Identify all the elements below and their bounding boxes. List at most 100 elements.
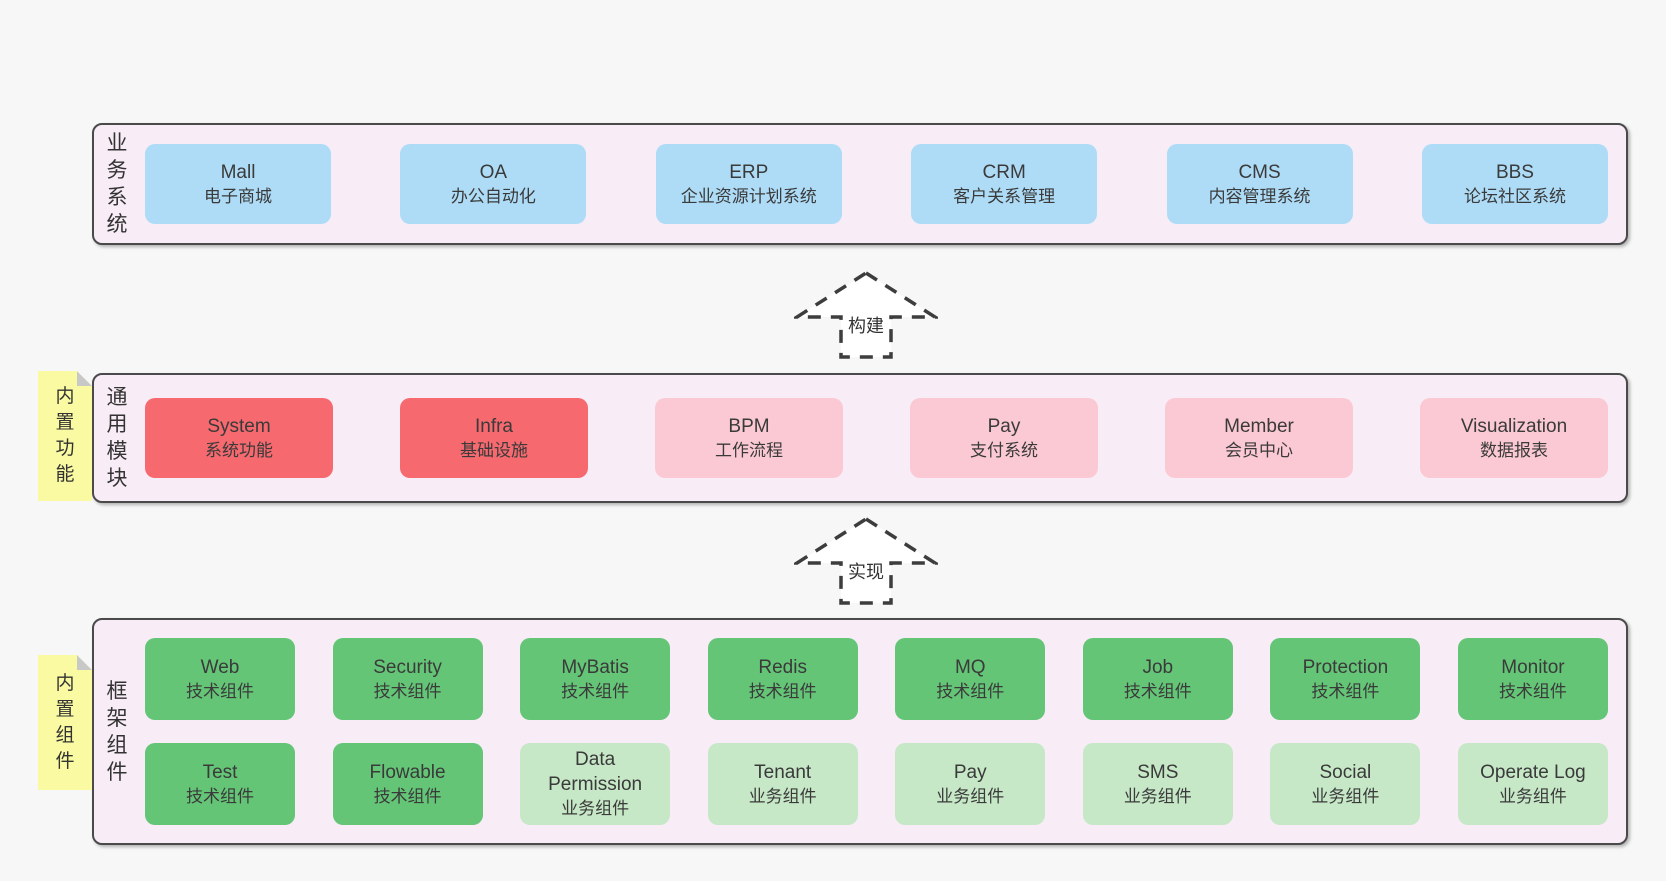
module-box-job: Job 技术组件 — [1082, 638, 1233, 720]
module-title: Visualization — [1460, 415, 1568, 437]
module-box-erp: ERP 企业资源计划系统 — [655, 144, 842, 224]
module-box-protection: Protection 技术组件 — [1270, 638, 1421, 720]
sticky-note-builtin-features: 内置功能 — [38, 371, 92, 501]
module-subtitle: 业务组件 — [1498, 786, 1567, 806]
note-text: 内置功能 — [55, 386, 75, 485]
module-title: Security — [373, 656, 442, 678]
module-subtitle: 办公自动化 — [450, 186, 536, 206]
module-title: Member — [1224, 415, 1294, 437]
module-box-social: Social 业务组件 — [1270, 743, 1421, 825]
module-subtitle: 技术组件 — [561, 681, 630, 701]
layer-label-modules: 通用模块 — [106, 386, 128, 490]
module-subtitle: 系统功能 — [205, 440, 273, 460]
module-title: Social — [1319, 761, 1372, 783]
module-title: Web — [200, 656, 240, 678]
module-title: Test — [202, 761, 238, 783]
build-arrow-label: 构建 — [845, 312, 887, 338]
module-title: OA — [479, 161, 508, 183]
module-title: BPM — [728, 415, 770, 437]
module-box-security: Security 技术组件 — [332, 638, 483, 720]
module-subtitle: 电子商城 — [204, 186, 272, 206]
layer-label-components: 框架组件 — [106, 679, 128, 784]
module-box-mq: MQ 技术组件 — [895, 638, 1046, 720]
module-title: System — [207, 415, 271, 437]
module-box-monitor: Monitor 技术组件 — [1457, 638, 1608, 720]
module-subtitle: 业务组件 — [1123, 786, 1192, 806]
module-title: Protection — [1302, 656, 1389, 678]
module-title: MyBatis — [561, 656, 629, 678]
module-box-operate-log: Operate Log 业务组件 — [1457, 743, 1608, 825]
module-title: ERP — [729, 161, 769, 183]
module-box-infra: Infra 基础设施 — [400, 398, 588, 478]
note-fold-icon — [77, 371, 92, 386]
module-title: Tenant — [754, 761, 812, 783]
module-title: MQ — [954, 656, 986, 678]
module-subtitle: 内容管理系统 — [1208, 186, 1311, 206]
module-box-sms: SMS 业务组件 — [1082, 743, 1233, 825]
module-box-bpm: BPM 工作流程 — [655, 398, 843, 478]
module-title: Job — [1142, 656, 1174, 678]
module-subtitle: 技术组件 — [1498, 681, 1567, 701]
module-box-oa: OA 办公自动化 — [400, 144, 587, 224]
module-subtitle: 工作流程 — [715, 440, 783, 460]
module-title: Monitor — [1501, 656, 1565, 678]
module-subtitle: 数据报表 — [1480, 440, 1548, 460]
build-arrow: 构建 — [794, 270, 938, 360]
module-subtitle: 企业资源计划系统 — [680, 186, 817, 206]
module-subtitle: 支付系统 — [970, 440, 1038, 460]
layer-modules-boxes: System 系统功能 Infra 基础设施 BPM 工作流程 Pay 支付系统 Member 会… — [145, 375, 1608, 501]
module-box-member: Member 会员中心 — [1165, 398, 1353, 478]
module-title: Redis — [758, 656, 807, 678]
module-title: Infra — [474, 415, 514, 437]
module-subtitle: 业务组件 — [561, 799, 630, 818]
module-subtitle: 技术组件 — [748, 681, 817, 701]
layer-label-business: 业务系统 — [106, 132, 128, 236]
module-title: Operate Log — [1480, 761, 1586, 783]
module-title: BBS — [1495, 161, 1534, 183]
module-box-redis: Redis 技术组件 — [707, 638, 858, 720]
module-box-bbs: BBS 论坛社区系统 — [1421, 144, 1608, 224]
module-box-system: System 系统功能 — [145, 398, 333, 478]
module-box-test: Test 技术组件 — [145, 743, 295, 825]
note-fold-icon — [77, 655, 92, 670]
module-subtitle: 客户关系管理 — [953, 186, 1056, 206]
module-subtitle: 技术组件 — [373, 681, 442, 701]
module-subtitle: 技术组件 — [1311, 681, 1380, 701]
implement-arrow-label: 实现 — [845, 558, 887, 584]
module-box-tenant: Tenant 业务组件 — [707, 743, 858, 825]
module-subtitle: 技术组件 — [936, 681, 1005, 701]
module-subtitle: 业务组件 — [748, 786, 817, 806]
module-subtitle: 技术组件 — [186, 681, 254, 701]
module-subtitle: 技术组件 — [186, 786, 254, 806]
module-box-web: Web 技术组件 — [145, 638, 295, 720]
module-subtitle: 技术组件 — [1123, 681, 1192, 701]
module-title: SMS — [1137, 761, 1179, 783]
implement-arrow: 实现 — [794, 516, 938, 606]
sticky-note-builtin-components: 内置组件 — [38, 655, 92, 790]
module-box-crm: CRM 客户关系管理 — [911, 144, 1098, 224]
module-title: Data Permission — [548, 749, 643, 795]
note-text: 内置组件 — [55, 672, 75, 772]
layer-common-modules: 通用模块 System 系统功能 Infra 基础设施 BPM 工作流程 Pay 支付系统 Me… — [92, 373, 1628, 503]
module-subtitle: 业务组件 — [1311, 786, 1380, 806]
module-subtitle: 论坛社区系统 — [1463, 186, 1566, 206]
module-box-visualization: Visualization 数据报表 — [1420, 398, 1608, 478]
module-subtitle: 会员中心 — [1225, 440, 1293, 460]
module-title: Pay — [987, 415, 1021, 437]
module-subtitle: 基础设施 — [460, 440, 528, 460]
module-title: CRM — [982, 161, 1026, 183]
module-row: System 系统功能 Infra 基础设施 BPM 工作流程 Pay 支付系统 Member 会… — [145, 398, 1608, 478]
module-box-data-permission: Data Permission 业务组件 — [520, 743, 671, 825]
